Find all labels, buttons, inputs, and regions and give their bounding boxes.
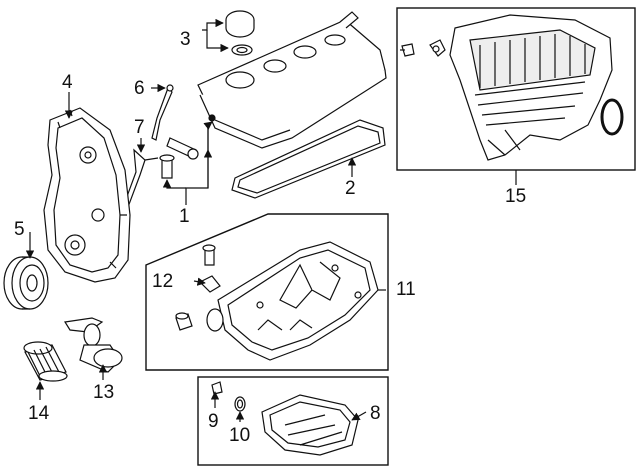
callout-15: 15	[505, 186, 527, 207]
leader-lines	[25, 18, 517, 422]
callout-3: 3	[180, 29, 191, 50]
oil-pickup	[64, 317, 123, 373]
callout-1: 1	[179, 206, 190, 227]
upper-oil-pan	[206, 241, 379, 361]
callout-13: 13	[93, 382, 115, 403]
callout-14: 14	[28, 403, 50, 424]
callout-6: 6	[134, 78, 145, 99]
oil-pan-lower-box	[197, 376, 389, 466]
intake-manifold	[400, 14, 624, 161]
callout-10: 10	[229, 425, 251, 446]
crank-pulley	[3, 256, 49, 310]
timing-cover	[43, 107, 131, 283]
callout-5: 5	[14, 219, 25, 240]
oil-filler-cap	[225, 10, 255, 56]
callout-2: 2	[345, 178, 356, 199]
callout-12: 12	[152, 271, 174, 292]
valve-cover	[197, 11, 387, 149]
valve-cover-gasket	[231, 119, 386, 199]
callout-7: 7	[134, 117, 145, 138]
oil-filter	[23, 341, 68, 382]
callout-4: 4	[62, 72, 73, 93]
oil-pan-upper-box	[145, 213, 389, 371]
lower-oil-pan	[211, 381, 359, 456]
callout-11: 11	[396, 279, 416, 300]
callout-9: 9	[208, 411, 219, 432]
callout-8: 8	[370, 403, 381, 424]
